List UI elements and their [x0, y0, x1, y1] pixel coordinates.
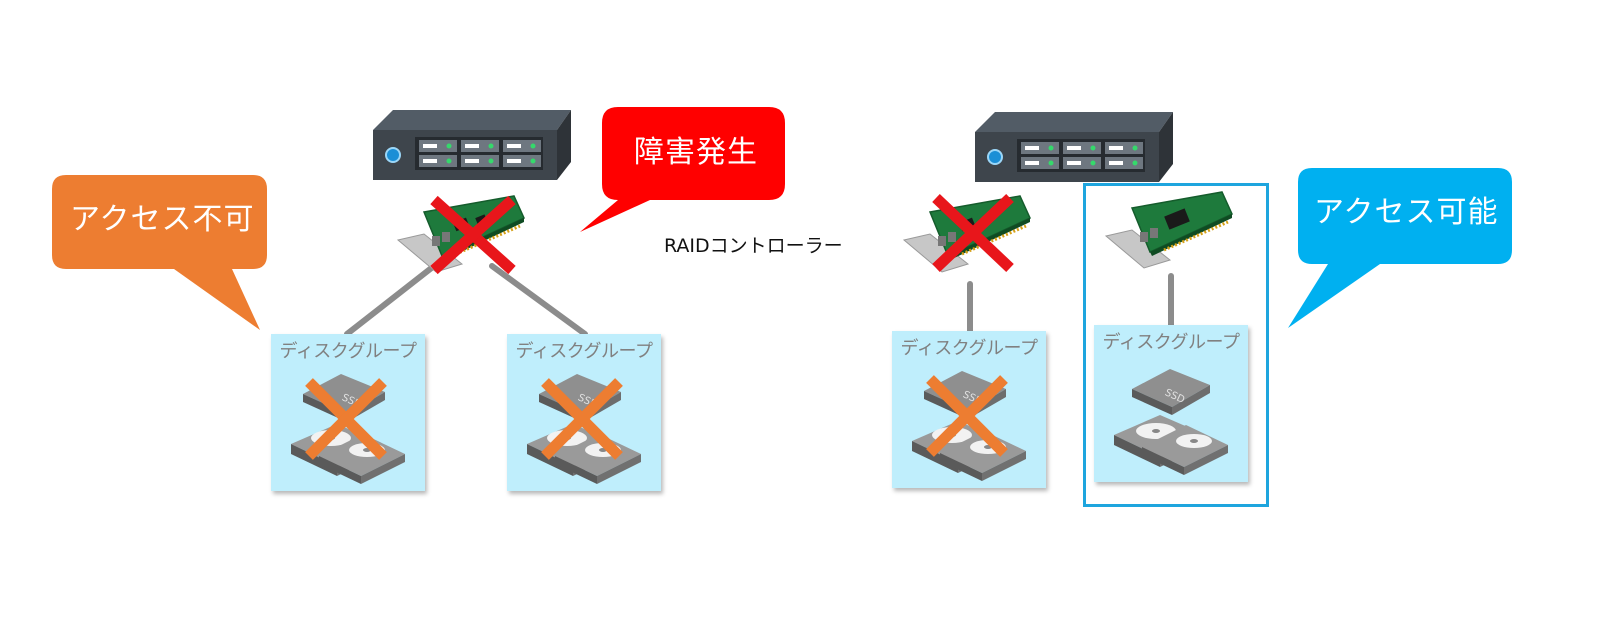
failure-cross-icon	[430, 195, 516, 275]
callout-access-ok-text: アクセス可能	[1314, 195, 1499, 230]
callout-access-denied: アクセス不可	[52, 175, 267, 330]
raid-card-icon	[396, 195, 525, 275]
raid-card-icon	[902, 194, 1031, 273]
disks: SSD	[527, 374, 641, 484]
hdd-icon	[1142, 425, 1228, 475]
disk-group-left-2: ディスクグループ SSD	[507, 334, 661, 491]
disks: SSD	[1114, 369, 1228, 475]
server-right	[975, 112, 1175, 184]
raid-card-right-healthy	[1104, 191, 1234, 278]
server-left	[373, 110, 573, 182]
disks: SSD	[912, 371, 1026, 481]
disk-group-label: ディスクグループ	[900, 338, 1038, 359]
disk-group-label: ディスクグループ	[515, 341, 653, 362]
disk-group-right-1: ディスクグループ SSD	[892, 331, 1046, 488]
raid-card-left	[396, 195, 526, 282]
disks: SSD	[291, 374, 405, 484]
disk-group-label: ディスクグループ	[1102, 332, 1240, 353]
failure-cross-icon	[305, 378, 387, 460]
link-left-group1	[344, 263, 437, 337]
healthy-path-highlight	[1083, 183, 1269, 507]
disk-group-left-1: ディスクグループ SSD	[271, 334, 425, 491]
raid-controller-label: RAIDコントローラー	[664, 235, 843, 257]
callout-failure: 障害発生	[580, 107, 785, 232]
callout-failure-text: 障害発生	[634, 135, 758, 170]
link-left-group2	[489, 263, 588, 337]
disk-group-label: ディスクグループ	[279, 341, 417, 362]
disk-group-right-2: ディスクグループ SSD	[1094, 325, 1248, 482]
server-icon	[373, 110, 571, 180]
failure-cross-icon	[926, 375, 1008, 457]
failure-cross-icon	[541, 378, 623, 460]
server-icon	[975, 112, 1173, 182]
failure-cross-icon	[932, 194, 1014, 272]
callout-access-denied-text: アクセス不可	[70, 202, 255, 237]
raid-card-right-failed	[902, 194, 1032, 282]
callout-shape	[52, 175, 267, 330]
raid-card-icon	[1104, 191, 1233, 269]
callout-access-ok: アクセス可能	[1288, 168, 1512, 328]
ssd-icon: SSD	[1132, 369, 1210, 415]
callout-shape	[580, 107, 785, 232]
callout-shape	[1288, 168, 1512, 328]
